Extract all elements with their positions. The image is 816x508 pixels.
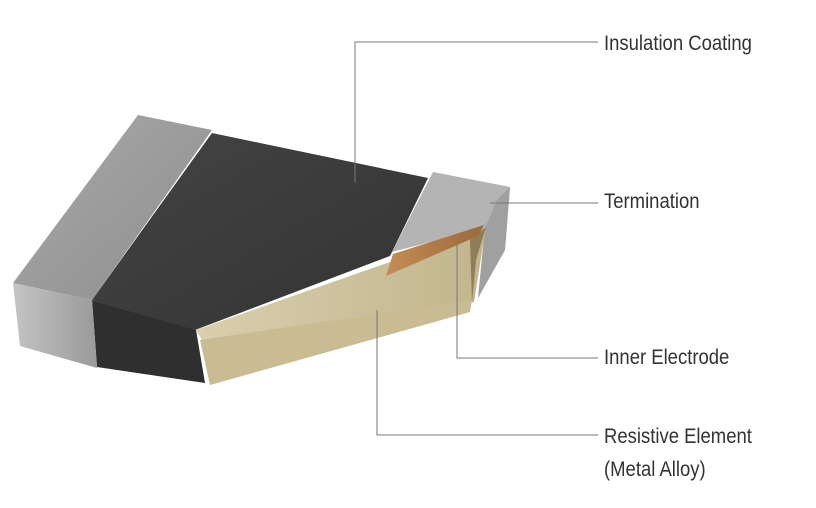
leader-electrode	[456, 245, 598, 359]
label-insulation-coating: Insulation Coating	[604, 32, 752, 55]
leader-resistive	[376, 310, 598, 436]
left-termination-top	[13, 115, 212, 300]
label-metal-alloy: (Metal Alloy)	[604, 458, 706, 481]
label-inner-electrode: Inner Electrode	[604, 346, 730, 369]
right-termination	[392, 172, 510, 298]
label-resistive-element: Resistive Element	[604, 425, 752, 448]
right-termination-side	[478, 187, 510, 298]
inner-electrode	[386, 225, 484, 276]
left-termination-front	[13, 283, 97, 368]
resistive-element-front	[200, 300, 472, 385]
insulation-coating-front	[92, 300, 205, 383]
leader-insulation	[354, 41, 598, 183]
insulation-coating-top	[92, 133, 428, 330]
resistive-element-end	[470, 227, 486, 302]
label-termination: Termination	[604, 190, 700, 213]
